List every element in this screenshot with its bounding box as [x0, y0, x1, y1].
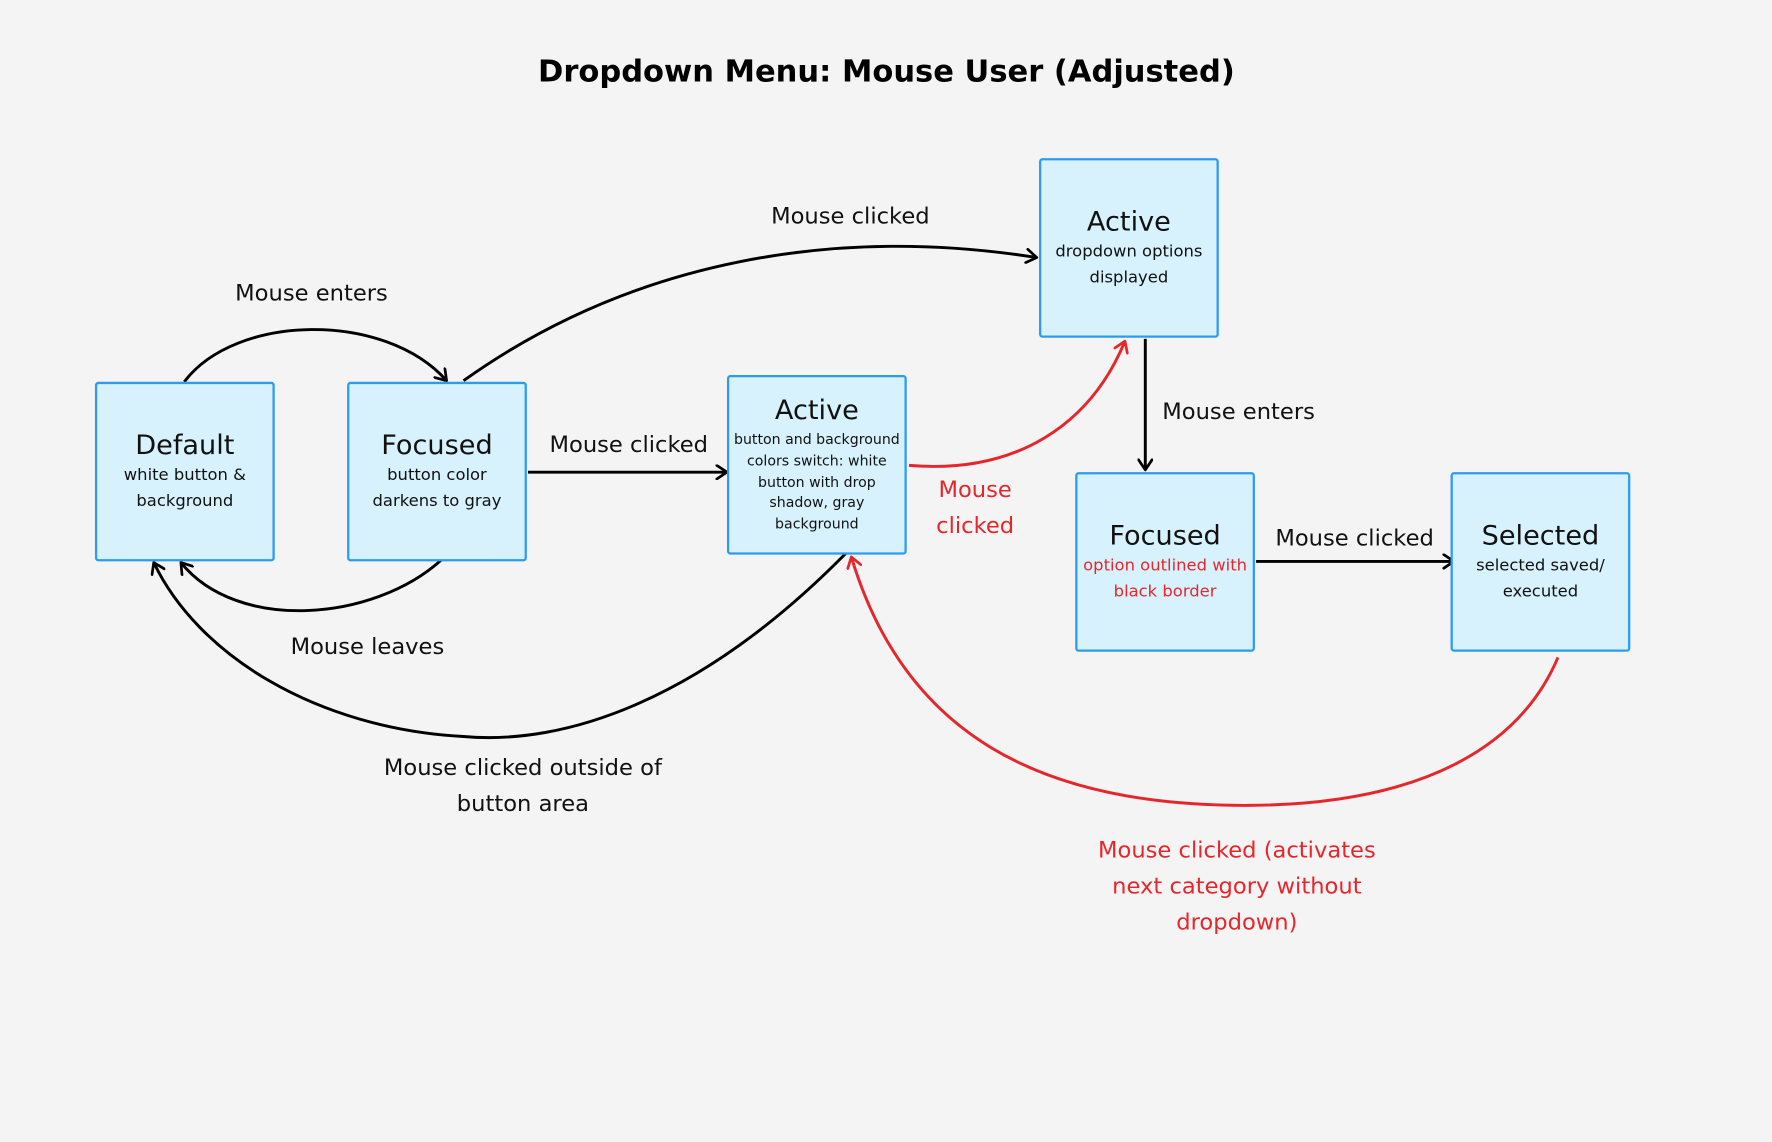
- label-clicked-outside-line2: button area: [456, 789, 590, 817]
- label-mouse-clicked-right: Mouse clicked: [1275, 524, 1434, 552]
- label-mouse-enters-2: Mouse enters: [1162, 397, 1315, 425]
- node-active-button-desc: button and background colors switch: whi…: [733, 430, 900, 533]
- node-selected-title: Selected: [1481, 519, 1600, 551]
- label-next-category: Mouse clicked (activates next category w…: [1085, 831, 1388, 939]
- edge-mouse-leaves-focused-default: [181, 559, 442, 613]
- label-mouse-leaves: Mouse leaves: [290, 632, 445, 660]
- node-focused-option: Focused option outlined with black borde…: [1075, 472, 1255, 652]
- label-next-category-line1: Mouse clicked (activates: [1097, 835, 1376, 864]
- label-red-mouse-clicked: Mouse clicked: [927, 471, 1023, 543]
- label-red-mouse-clicked-line1: Mouse: [938, 475, 1012, 503]
- edge-red-mouse-clicked-active-to-dropdown: [908, 341, 1125, 468]
- label-mouse-clicked-top: Mouse clicked: [771, 202, 930, 230]
- node-focused-button-desc: button color darkens to gray: [372, 467, 502, 511]
- edge-clicked-outside-active-default: [154, 552, 847, 740]
- node-focused-option-title: Focused: [1109, 519, 1221, 551]
- node-focused-option-desc: option outlined with black border: [1083, 557, 1248, 601]
- node-selected-desc: selected saved/ executed: [1476, 557, 1605, 601]
- node-default-title: Default: [135, 428, 235, 461]
- label-clicked-outside: Mouse clicked outside of button area: [373, 749, 673, 821]
- node-selected: Selected selected saved/ executed: [1450, 472, 1631, 652]
- node-active-dropdown: Active dropdown options displayed: [1039, 158, 1219, 338]
- label-next-category-line3: dropdown): [1176, 908, 1298, 936]
- label-mouse-clicked-mid: Mouse clicked: [549, 430, 709, 458]
- node-default: Default white button & background: [94, 381, 275, 562]
- node-active-button-title: Active: [774, 394, 859, 427]
- node-active-button: Active button and background colors swit…: [726, 375, 907, 555]
- node-focused-button: Focused button color darkens to gray: [347, 381, 527, 562]
- label-next-category-line2: next category without: [1112, 872, 1362, 900]
- node-focused-button-title: Focused: [381, 428, 493, 461]
- label-red-mouse-clicked-line2: clicked: [936, 511, 1015, 539]
- node-active-dropdown-title: Active: [1086, 205, 1171, 237]
- node-default-desc: white button & background: [123, 467, 246, 511]
- edge-mouse-enters-default-focused: [183, 328, 446, 383]
- label-mouse-enters-1: Mouse enters: [235, 279, 388, 307]
- diagram-title: Dropdown Menu: Mouse User (Adjusted): [537, 54, 1235, 90]
- label-clicked-outside-line1: Mouse clicked outside of: [383, 753, 662, 781]
- edge-mouse-clicked-focused-active-dropdown: [462, 244, 1037, 382]
- edges-layer: [0, 244, 1560, 807]
- node-active-dropdown-desc: dropdown options displayed: [1055, 243, 1203, 287]
- edge-red-next-category: [851, 557, 1560, 807]
